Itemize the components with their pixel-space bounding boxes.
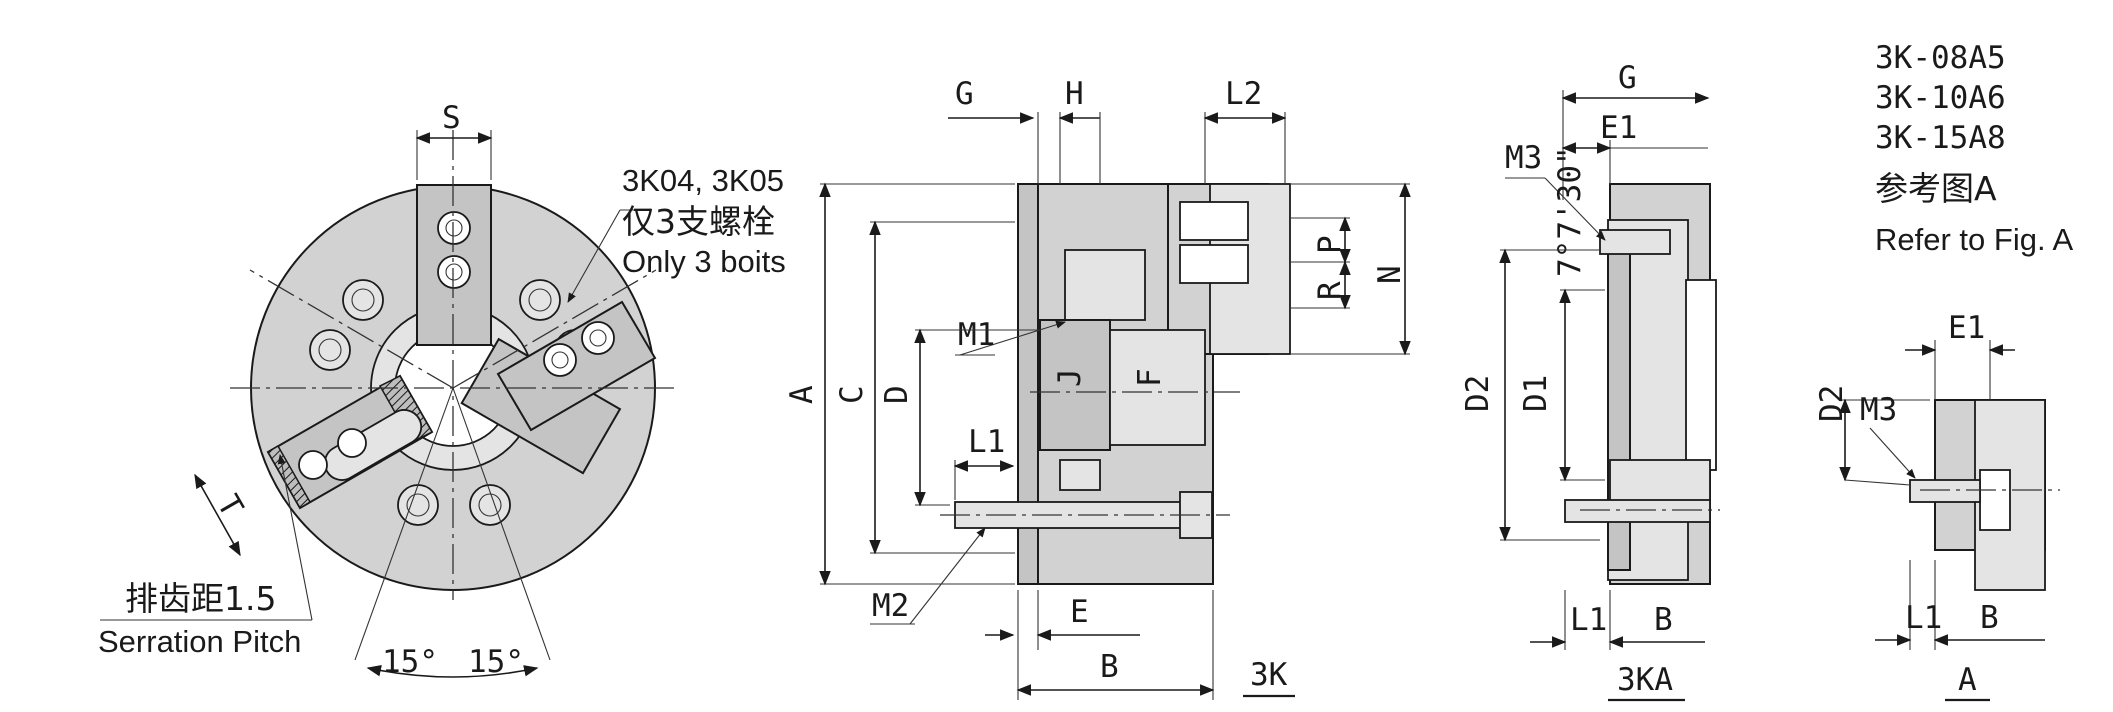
figa-model-0: 3K-08A5	[1875, 40, 2006, 76]
figa-l1-label: L1	[1905, 600, 1942, 636]
ka-b-label: B	[1654, 602, 1673, 638]
angle-left-label: 15°	[382, 644, 438, 680]
note-cn: 仅3支螺栓	[622, 202, 775, 241]
figa-ref-cn: 参考图A	[1875, 169, 1997, 208]
figa-b-label: B	[1980, 600, 1999, 636]
jaw-right-plain	[496, 300, 657, 432]
m1-label: M1	[958, 317, 995, 353]
figa-ref-en: Refer to Fig. A	[1875, 222, 2073, 257]
dim-c-label: C	[834, 385, 870, 404]
dim-j-label: J	[1052, 368, 1088, 387]
angle-right-label: 15°	[468, 644, 524, 680]
dim-p-label: P	[1312, 235, 1348, 254]
ka-e1-label: E1	[1600, 110, 1637, 146]
caption-a: A	[1958, 662, 1977, 698]
ka-angle-label: 7°7'30"	[1552, 146, 1588, 277]
dim-f-label: F	[1132, 368, 1168, 387]
dim-a-label: A	[784, 385, 820, 404]
side-view-3ka: G E1 M3 7°7'30" D2 D1 L1 B 3KA	[1460, 60, 1720, 702]
ka-m3-label: M3	[1505, 140, 1542, 176]
caption-3ka: 3KA	[1617, 662, 1673, 698]
figa-m3-label: M3	[1860, 392, 1897, 428]
note-en: Only 3 boits	[622, 244, 786, 279]
dim-l2-label: L2	[1225, 76, 1262, 112]
dim-b-label: B	[1100, 649, 1119, 685]
fig-a: 3K-08A5 3K-10A6 3K-15A8 参考图A Refer to Fi…	[1814, 40, 2073, 702]
figa-e1-label: E1	[1948, 310, 1985, 346]
serration-cn: 排齿距1.5	[125, 579, 276, 618]
note-models: 3K04, 3K05	[622, 163, 784, 198]
figa-d2-label: D2	[1814, 385, 1850, 422]
ka-d1-label: D1	[1518, 375, 1554, 412]
figa-model-1: 3K-10A6	[1875, 80, 2006, 116]
dim-t-label: T	[209, 489, 250, 523]
dim-r-label: R	[1312, 281, 1348, 300]
front-view: S T 3K04, 3K05 仅3支螺栓 Only 3 boits 排齿距1.5…	[98, 100, 786, 680]
dim-l1-label: L1	[968, 424, 1005, 460]
dim-g-label: G	[955, 76, 974, 112]
dim-e-label: E	[1070, 594, 1089, 630]
ka-g-label: G	[1618, 60, 1637, 96]
ka-d2-label: D2	[1460, 375, 1496, 412]
dim-n-label: N	[1372, 265, 1408, 284]
serration-en: Serration Pitch	[98, 624, 301, 659]
figa-model-2: 3K-15A8	[1875, 120, 2006, 156]
side-view-3k: G H L2 P R N M1 J F A C D	[784, 76, 1411, 700]
dim-s-label: S	[442, 100, 461, 136]
jaw-top	[416, 184, 492, 346]
m2-label: M2	[872, 588, 909, 624]
dim-d-label: D	[879, 385, 915, 404]
piston	[1109, 329, 1206, 446]
dim-h-label: H	[1065, 76, 1084, 112]
ka-l1-label: L1	[1570, 602, 1607, 638]
caption-3k: 3K	[1250, 657, 1288, 693]
